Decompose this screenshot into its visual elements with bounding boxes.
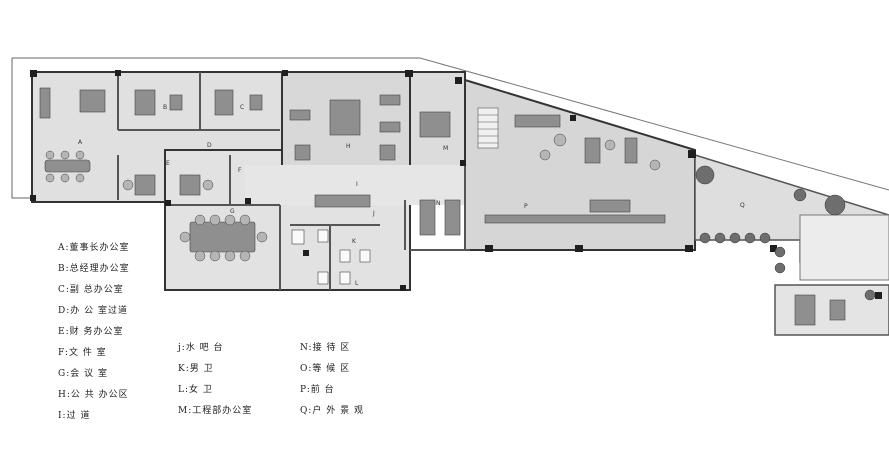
room-label-H: H xyxy=(346,143,351,150)
conference-table xyxy=(189,221,256,253)
room-label-K: K xyxy=(352,238,357,245)
legend-item-P: P:前 台 xyxy=(300,385,335,395)
room-label-P: P xyxy=(524,203,528,210)
room-label-E: E xyxy=(166,160,170,167)
legend-item-Q: Q:户 外 景 观 xyxy=(300,406,364,416)
legend-item-M: M:工程部办公室 xyxy=(178,406,253,416)
legend-item-G: G:会 议 室 xyxy=(58,369,108,379)
staircase xyxy=(477,107,499,149)
legend-item-I: I:过 道 xyxy=(58,411,91,421)
room-label-M: M xyxy=(443,145,448,152)
room-label-A: A xyxy=(78,139,83,146)
room-label-C: C xyxy=(240,104,244,111)
site-boundary xyxy=(11,58,32,199)
room-label-D: D xyxy=(207,142,212,149)
legend-item-F: F:文 件 室 xyxy=(58,348,107,358)
legend-item-B: B:总经理办公室 xyxy=(58,264,130,274)
room-label-N: N xyxy=(436,200,441,207)
legend-item-O: O:等 候 区 xyxy=(300,364,351,374)
legend-item-J: j:水 吧 台 xyxy=(178,343,224,353)
legend-item-H: H:公 共 办公区 xyxy=(58,390,129,400)
legend-item-D: D:办 公 室过道 xyxy=(58,306,128,316)
room-label-L: L xyxy=(355,280,359,287)
legend-item-C: C:副 总办公室 xyxy=(58,285,124,295)
room-label-G: G xyxy=(230,208,235,215)
room-label-F: F xyxy=(238,167,242,174)
legend-item-E: E:财 务办公室 xyxy=(58,327,124,337)
reception-area-floor xyxy=(464,78,696,251)
room-label-B: B xyxy=(163,104,167,111)
room-label-I: I xyxy=(356,181,358,188)
legend-item-L: L:女 卫 xyxy=(178,385,213,395)
legend-item-A: A:董事长办公室 xyxy=(58,243,130,253)
legend-item-N: N:接 待 区 xyxy=(300,343,351,353)
room-label-Q: Q xyxy=(740,202,745,209)
room-label-J: J xyxy=(372,210,375,217)
legend-item-K: K:男 卫 xyxy=(178,364,214,374)
